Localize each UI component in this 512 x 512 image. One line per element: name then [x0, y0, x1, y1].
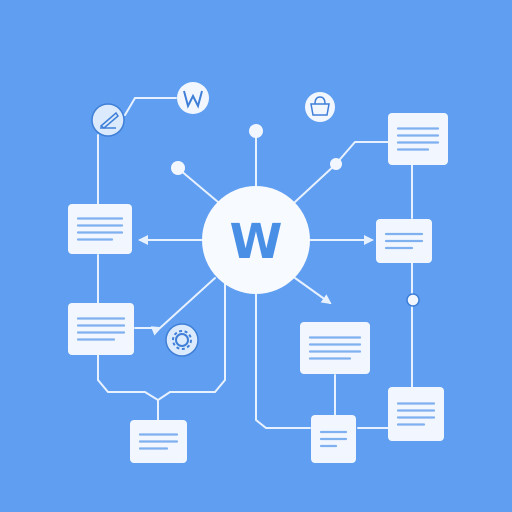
node-dots	[171, 124, 420, 307]
pen-icon	[91, 103, 125, 137]
card-left-upper	[68, 204, 132, 254]
node-dot-upper-right	[330, 158, 342, 170]
connector-lines	[97, 97, 413, 429]
node-dot-right	[406, 293, 420, 307]
connector-hub-bottom-left	[157, 281, 226, 401]
card-right-lower	[388, 387, 444, 441]
card-center-lower	[300, 322, 370, 374]
connector-icon-left-card	[124, 97, 177, 116]
gear-icon	[165, 323, 199, 357]
connector-hub-ur-dot	[294, 164, 336, 203]
card-right-middle	[376, 219, 432, 263]
card-top-right	[388, 113, 448, 165]
card-bottom-center	[311, 415, 356, 463]
connector-ur-dot-card	[334, 141, 389, 166]
card-left-lower	[68, 303, 134, 355]
hub-node: W	[202, 186, 310, 294]
connector-hub-ul-dot	[179, 169, 219, 203]
w-logo-icon	[177, 82, 209, 114]
bag-icon	[305, 92, 335, 122]
icon-badges	[91, 82, 335, 357]
hub-letter: W	[230, 214, 283, 270]
document-cards	[68, 113, 448, 463]
connector-left-lower-hub	[134, 277, 216, 336]
connector-hub-lower-right	[294, 277, 332, 305]
connector-hub-bottom-center	[255, 291, 311, 429]
node-dot-upper-left	[171, 161, 185, 175]
card-bottom-left	[130, 420, 187, 463]
connector-left-bottom	[97, 354, 159, 421]
node-dot-top	[249, 124, 263, 138]
